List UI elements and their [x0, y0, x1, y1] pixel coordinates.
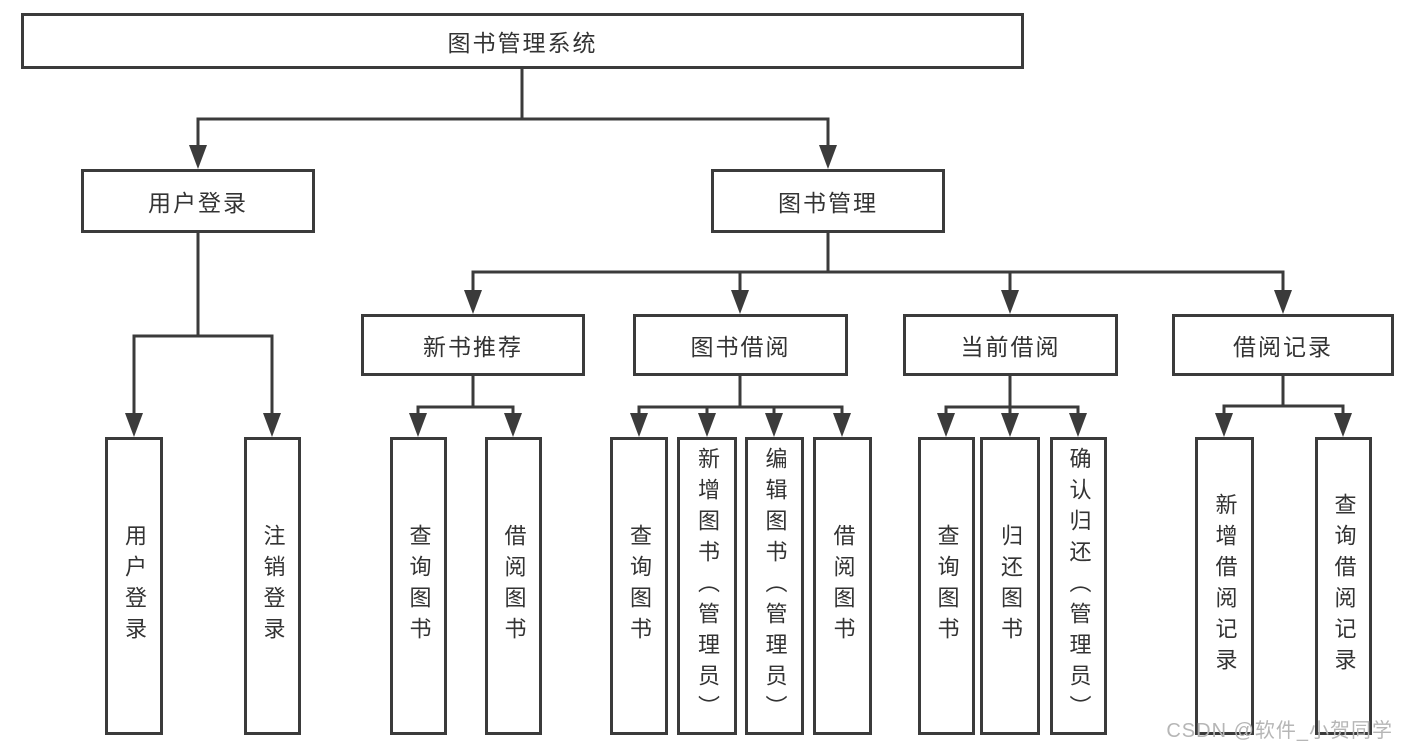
node-label: 图书管理系统	[447, 30, 598, 56]
leaf-add-borrow-record: 新增借阅记录	[1195, 437, 1254, 735]
leaf-query-books-recommend: 查询图书	[390, 437, 447, 735]
node-label: 查询图书	[934, 524, 960, 648]
leaf-logout: 注销登录	[244, 437, 301, 735]
arrowhead-down-icon	[937, 413, 955, 437]
arrowhead-down-icon	[1069, 413, 1087, 437]
node-label: 用户登录	[122, 524, 147, 648]
leaf-confirm-return-admin: 确认归还（管理员）	[1050, 437, 1107, 735]
node-label: 图书管理	[778, 190, 878, 216]
leaf-borrow-books: 借阅图书	[813, 437, 872, 735]
node-label: 新书推荐	[423, 334, 523, 360]
leaf-edit-books-admin: 编辑图书（管理员）	[745, 437, 804, 735]
node-label: 新增图书（管理员）	[695, 446, 720, 726]
arrowhead-down-icon	[731, 290, 749, 314]
leaf-add-books-admin: 新增图书（管理员）	[677, 437, 737, 735]
arrowhead-down-icon	[819, 145, 837, 169]
arrowhead-down-icon	[1334, 413, 1352, 437]
arrowhead-down-icon	[1001, 413, 1019, 437]
node-label: 归还图书	[998, 524, 1023, 648]
node-label: 编辑图书（管理员）	[762, 446, 788, 726]
arrowhead-down-icon	[504, 413, 522, 437]
node-label: 借阅图书	[830, 524, 856, 648]
leaf-user-login: 用户登录	[105, 437, 163, 735]
leaf-query-books-current: 查询图书	[918, 437, 975, 735]
csdn-watermark: CSDN @软件_小贺同学	[1166, 720, 1393, 742]
node-user-login: 用户登录	[81, 169, 315, 233]
node-book-borrow: 图书借阅	[633, 314, 848, 376]
arrowhead-down-icon	[125, 413, 143, 437]
arrowhead-down-icon	[1001, 290, 1019, 314]
arrowhead-down-icon	[189, 145, 207, 169]
leaf-query-borrow-record: 查询借阅记录	[1315, 437, 1372, 735]
arrowhead-down-icon	[833, 413, 851, 437]
connector-current-borrow-to-leaves	[937, 376, 1087, 437]
node-label: 查询图书	[627, 524, 652, 648]
node-label: 新增借阅记录	[1212, 493, 1238, 679]
arrowhead-down-icon	[1274, 290, 1292, 314]
node-library-management-system: 图书管理系统	[21, 13, 1024, 69]
connector-book-management-to-level3	[464, 233, 1292, 314]
leaf-borrow-books-recommend: 借阅图书	[485, 437, 542, 735]
node-label: 图书借阅	[690, 334, 791, 360]
connector-book-borrow-to-leaves	[630, 376, 851, 437]
node-new-book-recommend: 新书推荐	[361, 314, 585, 376]
node-label: 注销登录	[260, 524, 286, 648]
leaf-return-books: 归还图书	[980, 437, 1040, 735]
node-current-borrow: 当前借阅	[903, 314, 1118, 376]
node-label: 查询图书	[406, 524, 432, 648]
node-label: 查询借阅记录	[1331, 493, 1357, 679]
node-label: 借阅图书	[501, 524, 527, 648]
connector-root-to-level2	[189, 69, 837, 169]
connector-new-book-recommend-to-leaves	[409, 376, 522, 437]
leaf-query-books-borrow: 查询图书	[610, 437, 668, 735]
arrowhead-down-icon	[464, 290, 482, 314]
node-label: 用户登录	[148, 190, 248, 216]
node-label: 确认归还（管理员）	[1066, 446, 1092, 726]
node-label: 当前借阅	[960, 334, 1061, 360]
arrowhead-down-icon	[1215, 413, 1233, 437]
arrowhead-down-icon	[263, 413, 281, 437]
connector-user-login-to-leaves	[125, 233, 281, 437]
arrowhead-down-icon	[409, 413, 427, 437]
arrowhead-down-icon	[765, 413, 783, 437]
connector-borrow-records-to-leaves	[1215, 376, 1352, 437]
arrowhead-down-icon	[630, 413, 648, 437]
arrowhead-down-icon	[698, 413, 716, 437]
node-borrow-records: 借阅记录	[1172, 314, 1394, 376]
node-label: 借阅记录	[1233, 334, 1333, 360]
node-book-management: 图书管理	[711, 169, 945, 233]
